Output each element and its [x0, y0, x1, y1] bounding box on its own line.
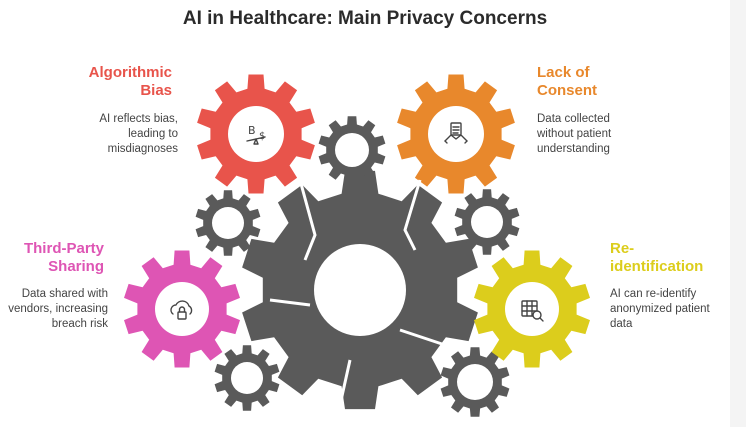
- re-identification-description: AI can re-identify anonymized patient da…: [610, 288, 710, 330]
- bias-scale-icon: B $: [246, 124, 266, 145]
- lack-of-consent-gear-hub: [428, 106, 484, 162]
- agreement-handshake-icon: [444, 122, 468, 144]
- page-title: AI in Healthcare: Main Privacy Concerns: [182, 8, 548, 29]
- algorithmic-bias-gear-hub: [228, 106, 284, 162]
- gear-diagram: B $: [124, 74, 590, 417]
- lack-of-consent-description: Data collected without patient understan…: [537, 113, 612, 155]
- central-gear-hub: [314, 244, 406, 336]
- small-gear-top-center-hub: [335, 133, 369, 167]
- svg-text:$: $: [259, 131, 265, 142]
- diagram-canvas: B $ AI in Healt: [0, 0, 730, 427]
- third-party-sharing-heading: Third-Party Sharing: [23, 240, 104, 275]
- small-gear-bottom-right-hub: [457, 364, 493, 400]
- table-search-icon: [521, 300, 544, 322]
- re-identification-heading: Re- identification: [610, 240, 704, 275]
- small-gear-top-left-hub: [212, 207, 244, 239]
- small-gear-top-right-hub: [471, 206, 503, 238]
- cloud-lock-icon: [170, 300, 193, 320]
- lack-of-consent-heading: Lack of Consent: [537, 64, 597, 99]
- third-party-sharing-gear-hub: [155, 282, 209, 336]
- algorithmic-bias-description: AI reflects bias, leading to misdiagnose…: [99, 113, 178, 155]
- gear-crack-lines: [269, 179, 446, 406]
- svg-text:B: B: [248, 124, 256, 137]
- small-gear-bottom-left-hub: [231, 362, 263, 394]
- third-party-sharing-description: Data shared with vendors, increasing bre…: [8, 288, 108, 330]
- algorithmic-bias-heading: Algorithmic Bias: [88, 64, 172, 99]
